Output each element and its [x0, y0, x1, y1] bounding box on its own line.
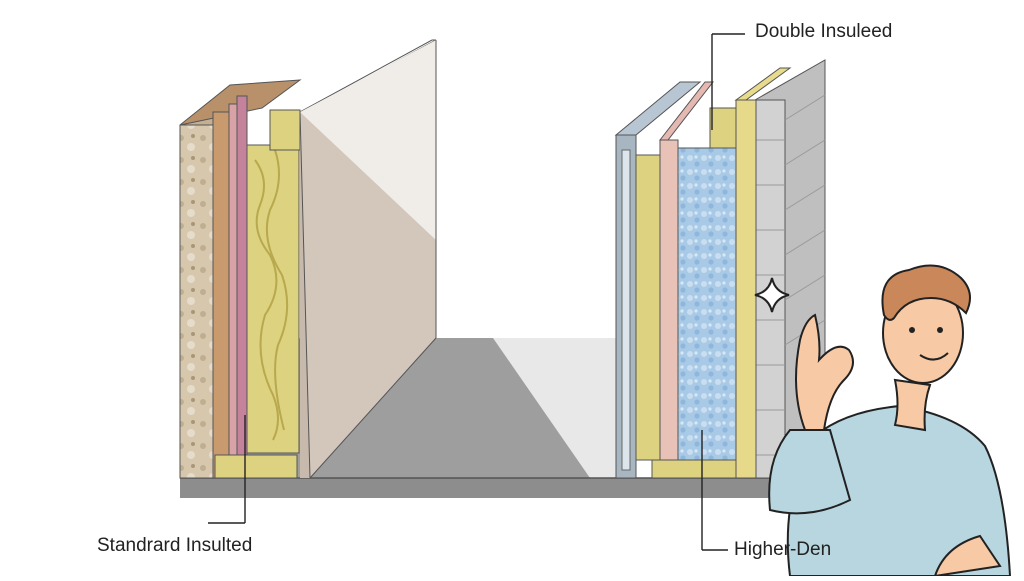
- double-insulated-label: Double Insuleed: [755, 21, 893, 42]
- standard-insulated-label: Standrard Insulted: [97, 535, 253, 556]
- standard-insulated-wall: [179, 39, 437, 524]
- cartoon-man: [768, 264, 1012, 578]
- sparkle-icon: [754, 277, 790, 313]
- double-insulated-wall: [614, 33, 826, 551]
- higher-density-label: Higher-Den: [734, 539, 832, 560]
